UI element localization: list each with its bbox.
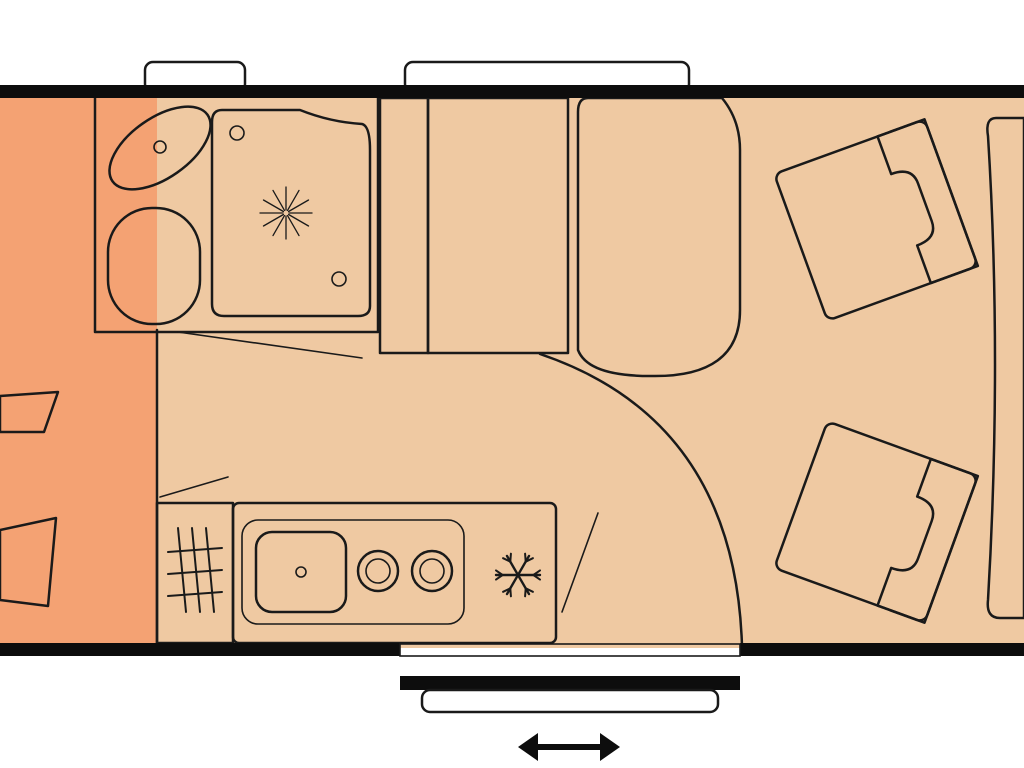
dinette-seat-upper [775,118,980,320]
wall-top [0,85,1024,98]
kitchen-door-left [159,476,229,498]
bed-pillow-lower [0,516,58,608]
shower-tray-drain-top [229,125,245,141]
aisle-curve [538,352,744,648]
fridge-column [576,96,742,378]
toilet [106,206,202,326]
hob-burner-right-inner [419,558,445,584]
snowflake-icon [494,552,542,598]
washbasin-drain [153,140,167,154]
shower-tray [210,108,372,318]
kitchen-door-right [561,512,599,613]
kitchen-sink [254,530,348,614]
entrance-door-bar [400,676,740,690]
floor [0,92,1024,648]
entrance-step [420,688,720,714]
double-arrow-icon [518,733,620,761]
kitchen-sink-drain [295,566,307,578]
shower-tray-drain-bottom [331,271,347,287]
wall-bottom-left [0,643,400,656]
starburst-icon [259,186,313,240]
wall-bottom-right [740,643,1024,656]
kitchen-sink-hob-panel [241,519,465,625]
hob-burner-left [356,549,400,593]
entrance-door-opening [399,643,741,657]
dinette-table [986,116,1024,620]
dinette-seat-lower [775,422,980,624]
bed-pillow-upper [0,390,60,434]
rear-bed [0,92,157,648]
hob-burner-left-inner [365,558,391,584]
hob-burner-right [410,549,454,593]
storage-hatching [167,527,223,613]
washbasin [108,105,212,191]
bathroom-door [177,331,363,359]
